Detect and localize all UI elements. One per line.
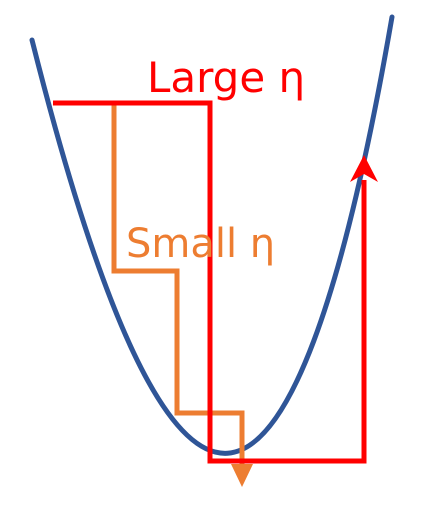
small-eta-arrowhead: [231, 464, 253, 487]
loss-curve: [29, 14, 395, 456]
large-eta-path: [53, 100, 367, 464]
small-eta-label: Small η: [126, 221, 275, 267]
large-eta-arrowhead: [350, 155, 378, 182]
large-eta-label: Large η: [147, 53, 305, 102]
small-eta-path: [111, 103, 245, 470]
